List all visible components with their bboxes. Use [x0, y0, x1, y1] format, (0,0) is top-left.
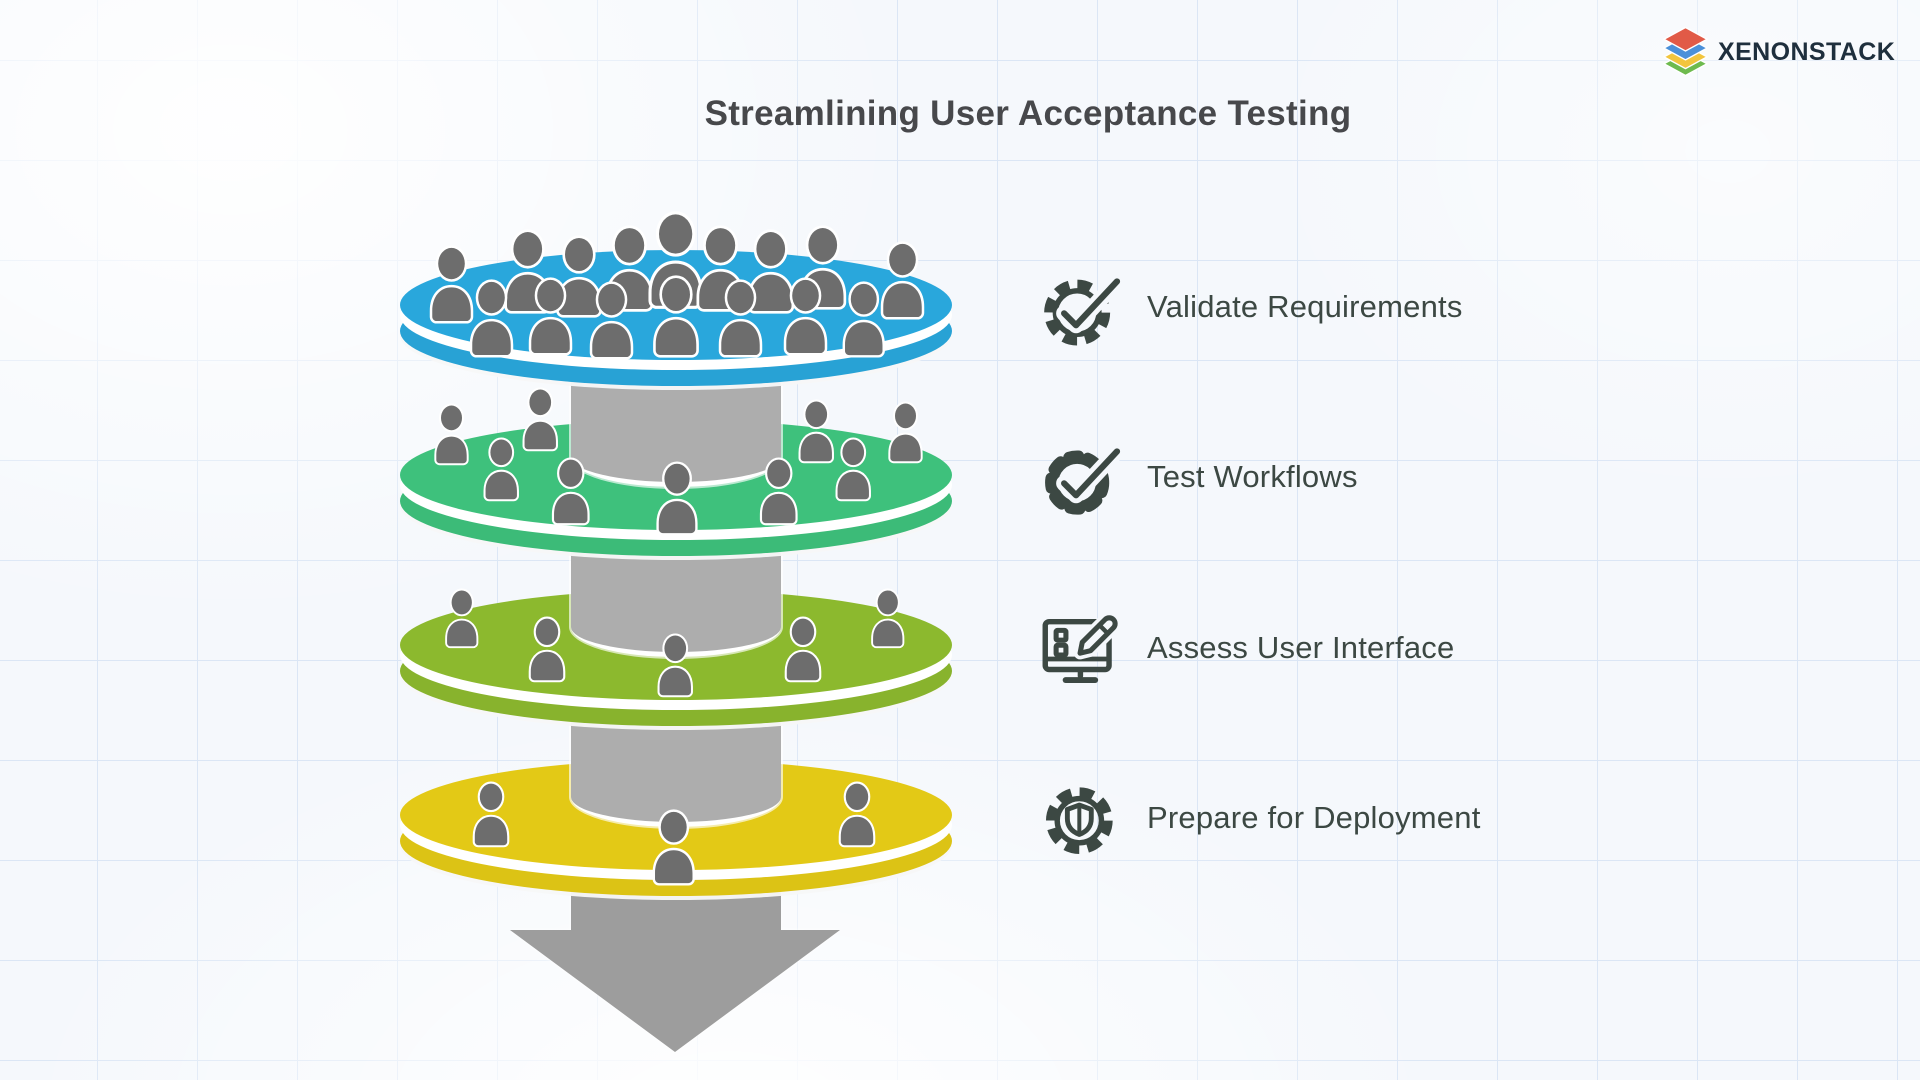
- step-label: Assess User Interface: [1147, 630, 1455, 665]
- person-icon: [656, 461, 698, 536]
- person-icon: [469, 279, 513, 358]
- person-icon: [842, 281, 886, 358]
- person-icon: [472, 781, 510, 848]
- person-icon: [445, 588, 479, 649]
- person-icon: [798, 399, 834, 464]
- step-prepare-for-deployment: Prepare for Deployment: [1038, 774, 1481, 862]
- page-title: Streamlining User Acceptance Testing: [704, 94, 1352, 133]
- seal-check-icon: [1045, 442, 1125, 515]
- person-icon: [483, 437, 519, 502]
- gear-check-icon: [1044, 272, 1125, 346]
- screen-edit-icon: [1042, 611, 1122, 683]
- step-label: Validate Requirements: [1147, 289, 1463, 324]
- step-test-workflows: Test Workflows: [1038, 433, 1358, 521]
- step-assess-user-interface: Assess User Interface: [1038, 604, 1454, 692]
- person-icon: [433, 403, 469, 466]
- person-icon: [657, 633, 693, 698]
- person-icon: [838, 781, 876, 848]
- person-icon: [747, 229, 795, 314]
- gear-shield-icon: [1045, 786, 1113, 854]
- person-icon: [784, 616, 822, 683]
- person-icon: [718, 279, 762, 358]
- step-validate-requirements: Validate Requirements: [1038, 263, 1463, 351]
- person-icon: [522, 387, 558, 452]
- step-label: Prepare for Deployment: [1147, 800, 1481, 835]
- person-icon: [887, 401, 923, 464]
- person-icon: [429, 245, 473, 324]
- logo-layer-red: [1662, 26, 1709, 52]
- person-icon: [652, 809, 696, 886]
- logo-wordmark: XENONSTACK: [1718, 37, 1896, 66]
- person-icon: [653, 275, 699, 358]
- step-label: Test Workflows: [1147, 459, 1358, 494]
- person-icon: [528, 277, 572, 356]
- person-icon: [880, 241, 924, 320]
- xenonstack-layers-icon: [1662, 26, 1709, 77]
- person-icon: [528, 616, 566, 683]
- person-icon: [760, 457, 798, 526]
- person-icon: [589, 281, 633, 360]
- xenonstack-logo: XENONSTACK: [1662, 26, 1895, 78]
- person-icon: [871, 588, 905, 649]
- person-icon: [783, 277, 827, 356]
- person-icon: [552, 457, 590, 526]
- person-icon: [835, 437, 871, 502]
